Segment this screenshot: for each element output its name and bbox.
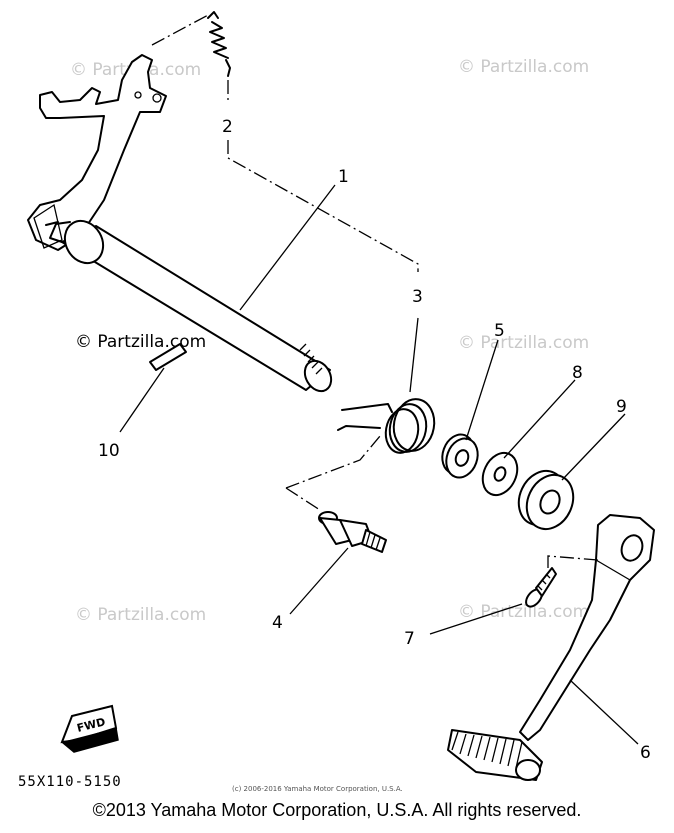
leader-line: [569, 679, 639, 745]
callout-2: 2: [222, 117, 233, 137]
callout-10: 10: [98, 441, 120, 461]
callout-7: 7: [404, 629, 415, 649]
small-copyright: (c) 2006-2016 Yamaha Motor Corporation, …: [232, 785, 403, 793]
footer-copyright: ©2013 Yamaha Motor Corporation, U.S.A. A…: [92, 800, 582, 820]
watermark: © Partzilla.com: [75, 605, 206, 625]
watermark-dark: © Partzilla.com: [75, 332, 206, 352]
callout-8: 8: [572, 363, 583, 383]
diagram-code: 55X110-5150: [18, 774, 122, 790]
watermark: © Partzilla.com: [458, 57, 589, 77]
part-6-shift-pedal[interactable]: [447, 514, 655, 781]
callout-5: 5: [494, 321, 505, 341]
leader-line: [289, 547, 349, 615]
part-10-pin[interactable]: [149, 343, 187, 371]
leader-line: [465, 339, 499, 441]
leader-line: [429, 603, 523, 635]
guide-line: [285, 435, 381, 511]
leader-line: [119, 367, 165, 433]
guide-line: [227, 80, 419, 272]
callout-6: 6: [640, 743, 651, 763]
part-9-seal[interactable]: [510, 463, 582, 536]
part-7-small-bolt[interactable]: [523, 567, 557, 610]
callout-1: 1: [338, 167, 349, 187]
callout-4: 4: [272, 613, 283, 633]
fwd-arrow-icon: FWD: [60, 704, 119, 753]
part-4-bolt[interactable]: [318, 511, 387, 553]
part-3-torsion-spring[interactable]: [337, 396, 438, 456]
callout-3: 3: [412, 287, 423, 307]
part-2-spring[interactable]: [207, 11, 231, 77]
leader-line: [503, 379, 576, 459]
callout-9: 9: [616, 397, 627, 417]
part-5-bushing[interactable]: [437, 430, 483, 482]
guide-line: [547, 555, 599, 568]
watermark: © Partzilla.com: [458, 602, 589, 622]
leader-line: [561, 413, 626, 481]
part-8-washer[interactable]: [476, 447, 524, 500]
leader-line: [409, 317, 419, 393]
watermark: © Partzilla.com: [458, 333, 589, 353]
guide-line: [151, 13, 211, 46]
part-1-shift-shaft[interactable]: [27, 54, 336, 396]
leader-line: [239, 184, 336, 311]
